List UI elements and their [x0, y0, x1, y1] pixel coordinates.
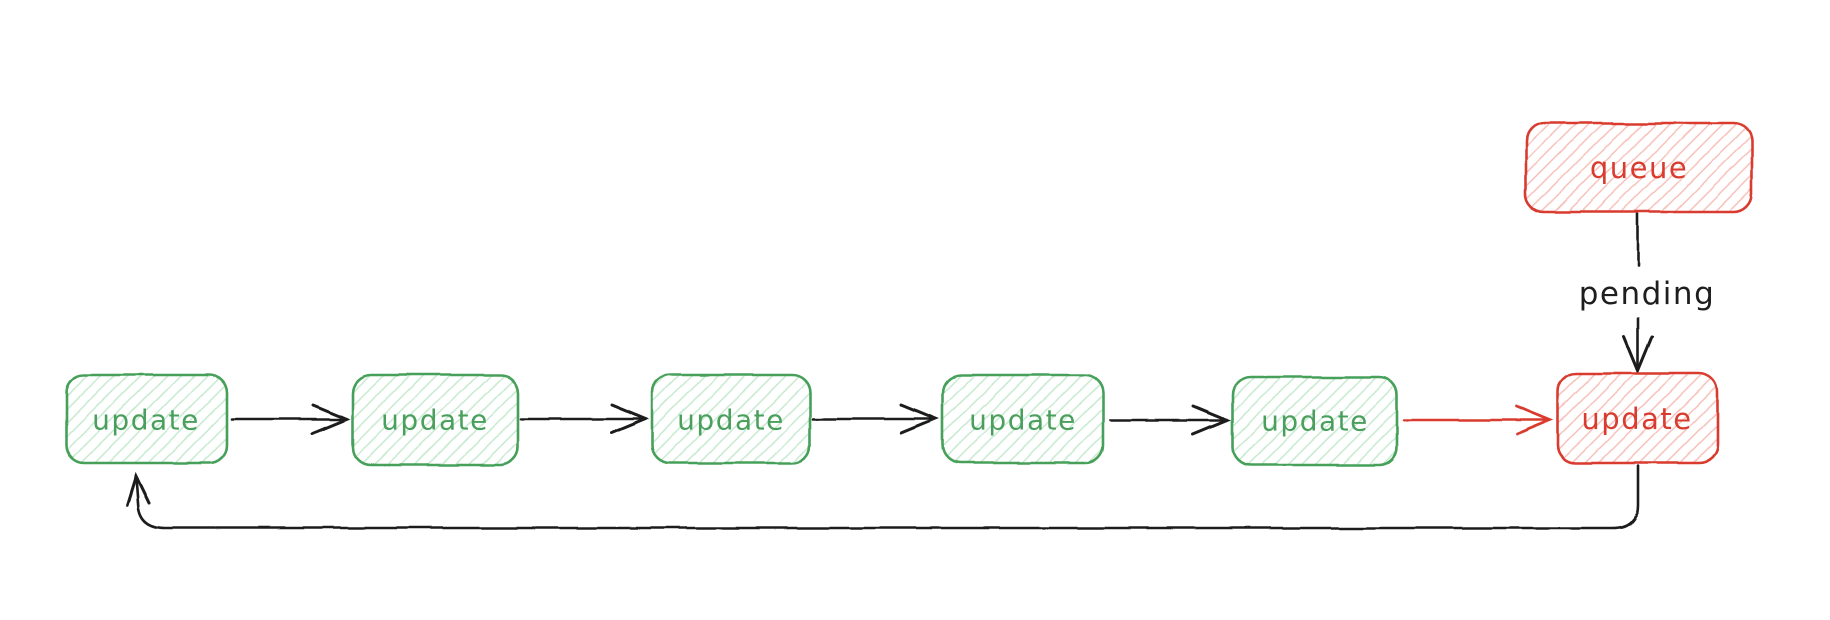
node-update-6-box: [1556, 371, 1719, 465]
edge-update-6-loop-back-to-update-1: [136, 464, 1640, 530]
node-queue-label: queue: [1590, 151, 1688, 185]
edge-layer: [136, 212, 1654, 530]
node-update-6-label: update: [1581, 402, 1692, 436]
node-queue-box: [1524, 121, 1754, 214]
node-update-2-box: [351, 373, 520, 467]
node-update-4-label: update: [969, 404, 1077, 437]
node-update-4-box: [941, 373, 1105, 465]
node-update-5-box: [1231, 375, 1399, 467]
node-update-3-label: update: [677, 404, 785, 437]
node-shape-layer: [64, 121, 1754, 467]
node-update-1-label: update: [92, 404, 200, 437]
node-update-2-label: update: [381, 404, 489, 437]
node-update-1-box: [64, 373, 229, 465]
edge-pending-label: pending: [1579, 276, 1716, 312]
label-layer: queue update update update update update…: [92, 151, 1716, 438]
node-update-5-label: update: [1261, 405, 1369, 438]
node-update-3-box: [650, 373, 812, 465]
